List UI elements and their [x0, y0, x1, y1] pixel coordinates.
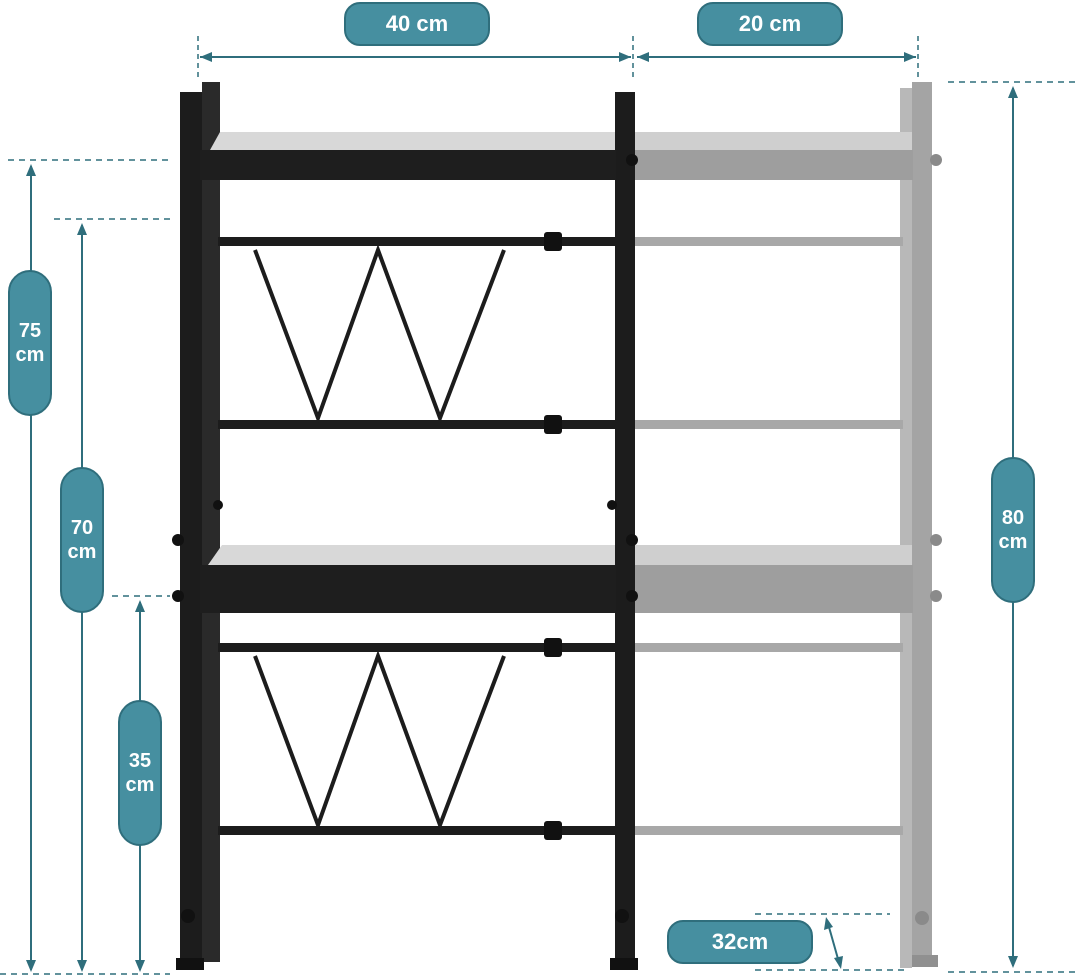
height-70-unit: cm [67, 541, 97, 563]
extension-label: 20 cm [697, 2, 843, 46]
height-75-label: 75 cm [8, 270, 52, 416]
gray-rod [635, 237, 903, 246]
mid-shelf [200, 565, 616, 613]
gray-top-shelf [635, 150, 913, 180]
height-75-unit: cm [15, 344, 45, 366]
foot [176, 958, 204, 970]
rod [218, 237, 618, 246]
gray-mid-shelf [635, 565, 913, 613]
gray-rod [635, 826, 903, 835]
main-section [172, 82, 638, 970]
w-brace-lower [253, 650, 506, 831]
gray-rod [635, 643, 903, 652]
height-80-label: 80 cm [991, 457, 1035, 603]
gray-foot [912, 955, 938, 967]
width-label: 40 cm [344, 2, 490, 46]
foot [610, 958, 638, 970]
depth-label: 32cm [667, 920, 813, 964]
center-post [615, 92, 635, 968]
gray-post-right [912, 82, 932, 967]
height-35-unit: cm [125, 774, 155, 796]
rod [218, 643, 618, 652]
height-75-value: 75 [18, 320, 42, 342]
top-shelf-surface [210, 132, 615, 150]
extended-section [635, 82, 942, 968]
height-80-value: 80 [1001, 507, 1025, 529]
left-post [180, 92, 202, 968]
rod [218, 826, 618, 835]
gray-rod [635, 420, 903, 429]
height-35-label: 35 cm [118, 700, 162, 846]
height-80-unit: cm [998, 531, 1028, 553]
w-brace-upper [253, 244, 506, 424]
height-35-value: 35 [128, 750, 152, 772]
height-70-label: 70 cm [60, 467, 104, 613]
top-shelf [200, 150, 616, 180]
mid-shelf-surface [208, 545, 615, 565]
rod [218, 420, 618, 429]
height-70-value: 70 [70, 517, 94, 539]
